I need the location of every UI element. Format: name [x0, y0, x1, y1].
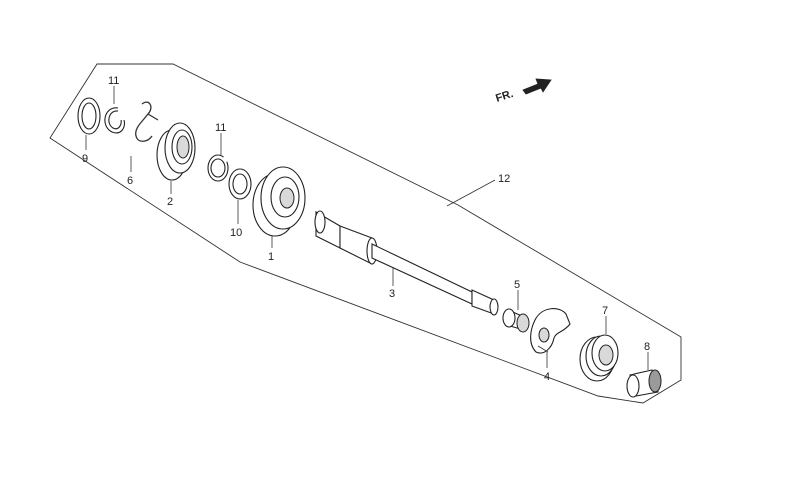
- leader-lines: [85, 86, 649, 370]
- callout-1: 1: [268, 251, 274, 263]
- callout-7: 7: [602, 305, 608, 317]
- part-3-shaft: [314, 210, 499, 316]
- part-11-circlip-left: [104, 107, 126, 134]
- callout-2: 2: [167, 196, 173, 208]
- callout-labels: 11 9 6 2 11 10 1 12 3 5 4 7 8: [82, 75, 650, 383]
- callout-12: 12: [498, 173, 510, 185]
- part-4-stopper-plate: [530, 308, 571, 354]
- callout-11-left: 11: [108, 75, 119, 87]
- callout-9: 9: [82, 153, 88, 165]
- callout-10: 10: [230, 227, 242, 239]
- part-8-collar: [626, 369, 662, 398]
- callout-8: 8: [644, 341, 650, 353]
- front-label: FR.: [494, 88, 515, 105]
- part-6-clip: [135, 101, 159, 142]
- part-11-circlip-right: [207, 154, 229, 182]
- part-1-gear: [252, 166, 306, 237]
- part-9-washer: [77, 97, 101, 135]
- callout-5: 5: [514, 279, 520, 291]
- part-5-bushing: [502, 308, 530, 333]
- part-7-spring: [579, 334, 619, 382]
- front-indicator: FR.: [494, 78, 552, 105]
- callout-4: 4: [544, 371, 550, 383]
- callout-11-right: 11: [215, 122, 226, 134]
- part-10-washer: [228, 168, 252, 200]
- assembly-outline: [49, 63, 682, 404]
- arrow-right-icon: [522, 78, 552, 95]
- callout-6: 6: [127, 175, 133, 187]
- callout-3: 3: [389, 288, 395, 300]
- part-2-ratchet-gear: [156, 122, 196, 181]
